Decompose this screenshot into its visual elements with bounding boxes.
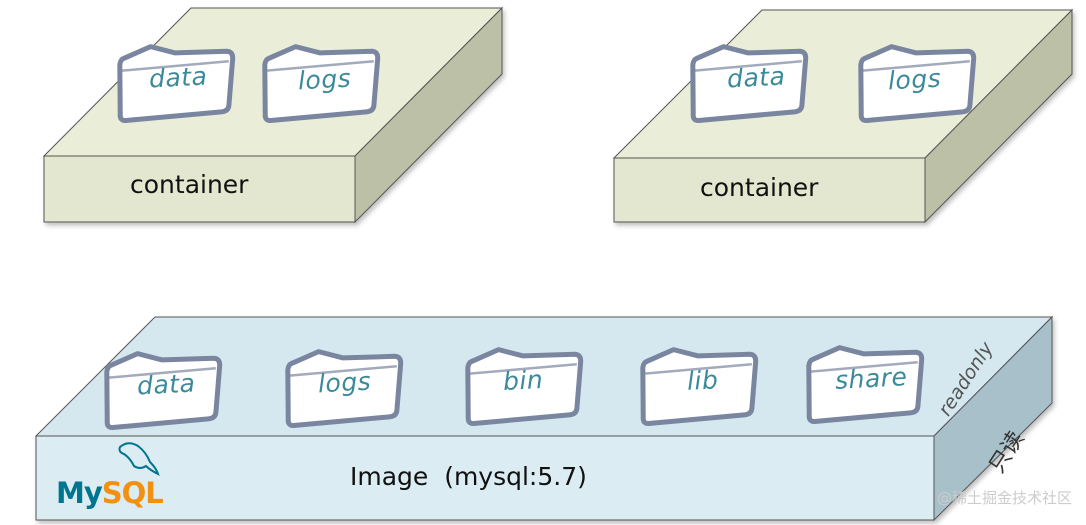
image-label: Image (mysql:5.7) bbox=[350, 462, 587, 491]
folder-label: share bbox=[834, 362, 909, 395]
logo-sql: SQL bbox=[101, 476, 164, 510]
logo-my: My bbox=[56, 476, 103, 510]
mysql-dolphin-icon bbox=[118, 442, 160, 476]
container-label-1: container bbox=[130, 170, 249, 199]
folder-label: data bbox=[136, 368, 197, 401]
container-box-2 bbox=[612, 8, 1074, 224]
watermark: @稀土掘金技术社区 bbox=[936, 489, 1072, 507]
folder-label: data bbox=[726, 61, 787, 94]
folder-label: logs bbox=[297, 63, 352, 96]
folder-label: bin bbox=[502, 364, 544, 397]
folder-label: data bbox=[148, 61, 209, 94]
mysql-logo: MySQL bbox=[56, 476, 164, 510]
folder-label: logs bbox=[317, 366, 372, 399]
folder-label: lib bbox=[686, 365, 720, 396]
container-label-2: container bbox=[700, 173, 819, 202]
folder-label: logs bbox=[887, 63, 942, 96]
